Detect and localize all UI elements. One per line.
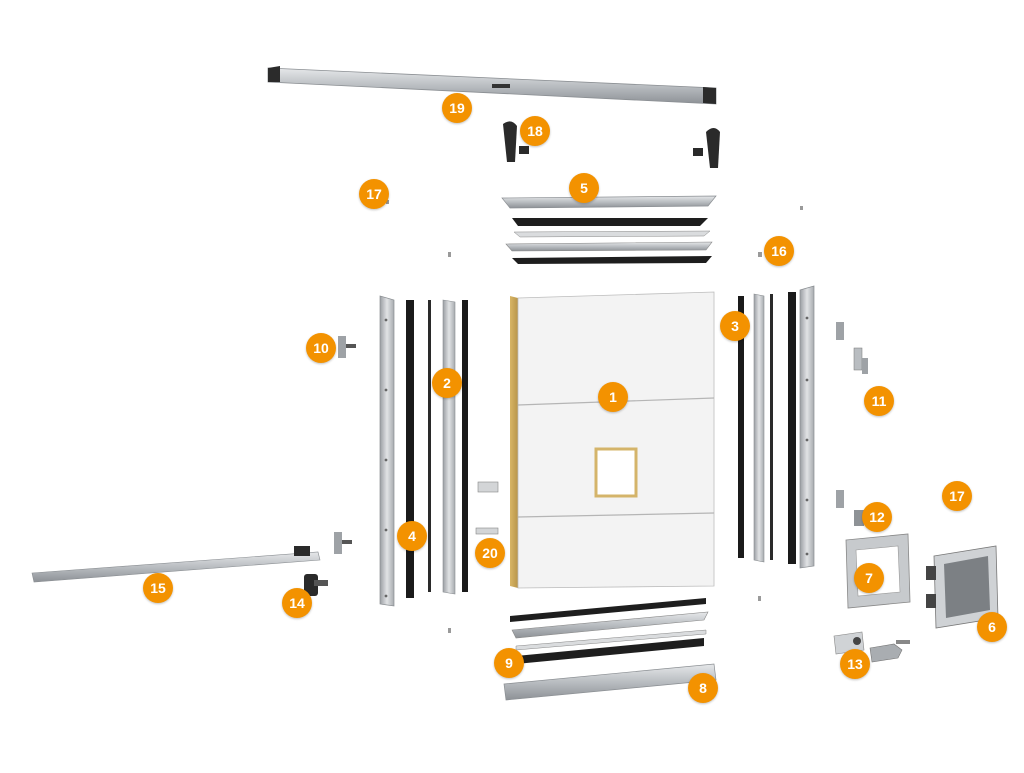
callout-14: 14 [282, 588, 312, 618]
lock-set-part [833, 631, 910, 663]
hinge-right-part [836, 322, 868, 508]
callout-17-right: 17 [942, 481, 972, 511]
callout-15: 15 [143, 573, 173, 603]
bottom-profile-part [503, 598, 717, 701]
wicket-plates-part [475, 481, 499, 535]
callout-4: 4 [397, 521, 427, 551]
callout-13: 13 [840, 649, 870, 679]
callout-7: 7 [854, 563, 884, 593]
callout-8: 8 [688, 673, 718, 703]
callout-6: 6 [977, 612, 1007, 642]
left-profiles-part [379, 295, 468, 607]
callout-5: 5 [569, 173, 599, 203]
door-panel-part [510, 291, 715, 589]
callout-3: 3 [720, 311, 750, 341]
callout-19: 19 [442, 93, 472, 123]
callout-12: 12 [862, 502, 892, 532]
callout-11: 11 [864, 386, 894, 416]
callout-9: 9 [494, 648, 524, 678]
callout-1: 1 [598, 382, 628, 412]
callout-18: 18 [520, 116, 550, 146]
top-track-part [267, 66, 717, 105]
callout-17-top: 17 [359, 179, 389, 209]
handle-set-part [503, 121, 720, 168]
right-profiles-part [738, 285, 815, 569]
callout-10: 10 [306, 333, 336, 363]
callout-20: 20 [475, 538, 505, 568]
hinge-left-part [334, 336, 356, 554]
bolt-part [294, 546, 328, 596]
callout-16: 16 [764, 236, 794, 266]
callout-2: 2 [432, 368, 462, 398]
rod-part [31, 551, 321, 583]
screws-part [386, 200, 803, 633]
top-profile-part [501, 195, 717, 264]
bracket-part [854, 510, 864, 526]
window-glass-part [926, 545, 999, 629]
